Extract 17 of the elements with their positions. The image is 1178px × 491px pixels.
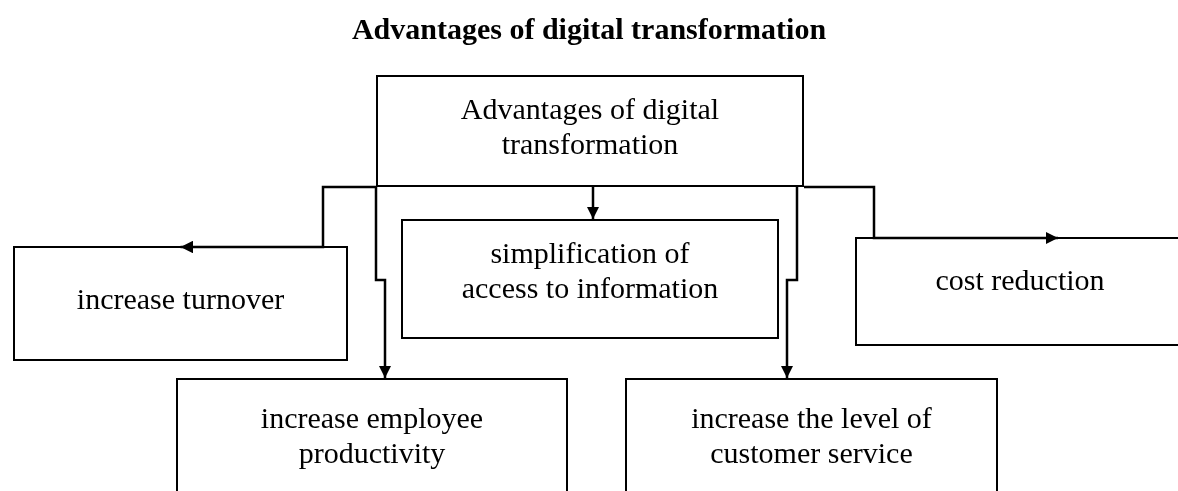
connector-arrow — [374, 187, 392, 378]
box-label: cost reduction — [934, 262, 1106, 297]
text-box — [625, 378, 998, 491]
text-box — [855, 237, 1178, 346]
text-box — [13, 246, 348, 361]
text-box — [176, 378, 568, 491]
box-label: increase the level of customer service — [690, 400, 933, 470]
box-label: increase employee productivity — [259, 400, 485, 470]
text-box — [401, 219, 779, 339]
box-label: increase turnover — [75, 281, 286, 316]
box-label: simplification of access to information — [460, 235, 720, 305]
connector-arrow — [804, 185, 1058, 245]
connector-arrow — [586, 187, 600, 219]
box-label: Advantages of digital transformation — [459, 91, 721, 161]
diagram-title: Advantages of digital transformation — [351, 12, 827, 45]
text-box — [376, 75, 804, 187]
connector-arrow — [780, 187, 799, 378]
